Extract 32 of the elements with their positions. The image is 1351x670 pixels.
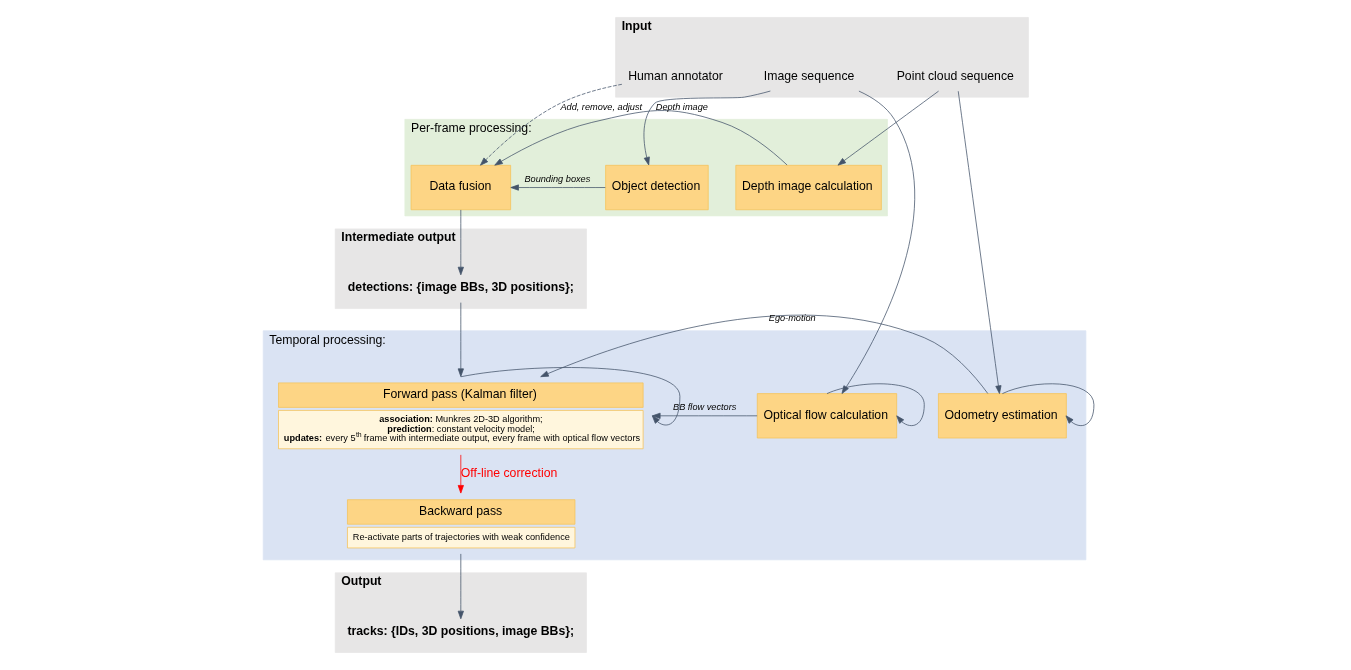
node-text: detections: {image BBs, 3D positions};: [347, 279, 574, 294]
arrow: [841, 90, 916, 394]
edge-label: Bounding boxes: [524, 173, 591, 184]
arrow: [826, 383, 925, 426]
arrow: [837, 90, 939, 166]
node-text: tracks: {IDs, 3D positions, image BBs};: [347, 623, 575, 638]
arrow: [457, 302, 464, 377]
arrow: [643, 90, 771, 166]
node-box: Data fusion: [410, 164, 511, 211]
arrow: [457, 553, 464, 620]
arrow: [652, 412, 758, 419]
arrow: [540, 314, 989, 394]
edge-label: Ego-motion: [768, 313, 816, 324]
arrow: [457, 209, 464, 276]
arrow: [480, 83, 623, 166]
arrow: [494, 110, 788, 166]
node-box: Depth image calculation: [735, 164, 882, 211]
arrow: [957, 90, 1002, 394]
arrow: [1002, 383, 1095, 426]
node-text: Image sequence: [763, 69, 855, 84]
node-text: Human annotator: [628, 69, 723, 84]
node-box: Optical flow calculation: [756, 393, 898, 439]
node-box: Odometry estimation: [938, 393, 1067, 439]
edge-label: Add, remove, adjust: [560, 101, 643, 112]
edge-label: Off-line correction: [460, 465, 558, 480]
arrow: [457, 454, 464, 494]
node-text: Point cloud sequence: [896, 69, 1014, 84]
node-box: Object detection: [605, 164, 709, 211]
edge-label: BB flow vectors: [673, 402, 737, 413]
arrow: [460, 367, 681, 426]
arrow: [510, 184, 606, 191]
edge-label: Depth image: [655, 101, 708, 112]
